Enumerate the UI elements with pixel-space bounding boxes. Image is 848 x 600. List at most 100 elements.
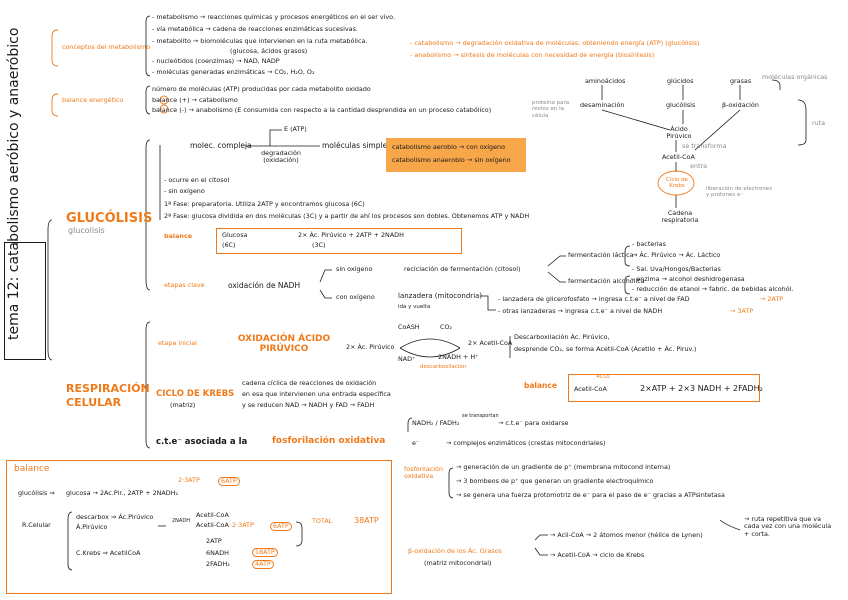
diagram-ruta: ruta xyxy=(812,119,826,127)
balance-krebs-total-2: 4ATP xyxy=(252,560,274,570)
krebs-balance-right: 2×ATP + 2×3 NADH + 2FADH₂ xyxy=(640,384,763,393)
glucolisis-title: GLUCÓLISIS xyxy=(66,211,153,226)
catabolismo-box xyxy=(386,138,526,172)
diagram-liberacion: liberación de electrones y protones e⁻ xyxy=(706,186,773,199)
diagram-krebs: Ciclo de Krebs xyxy=(666,177,688,190)
fosf-label: fosforilación oxidativa xyxy=(404,465,443,481)
balance-krebs-total-1: 18ATP xyxy=(252,548,278,558)
diagram-grasas: grasas xyxy=(730,77,752,85)
beta-oxidacion-title: β-oxidación de los Ác. Grasos xyxy=(408,547,502,555)
fosf-line-1: → generación de un gradiente de p⁺ (memb… xyxy=(456,463,671,471)
fermentacion-alcoholica: fermentación alcohólica xyxy=(568,277,645,285)
otras-lanzaderas-atp: → 3ATP xyxy=(730,307,754,315)
diagram-desaminacion: desaminación xyxy=(580,101,625,109)
balance-krebs-label: C.Krebs ⇒ AcetilCoA xyxy=(76,549,141,557)
levaduras: - Sal. Uva/Hongos/Bacterias xyxy=(632,265,721,273)
krebs-acetil-coa: Acetil-CoA xyxy=(574,385,607,393)
etapa-inicial: etapa inicial xyxy=(158,339,197,347)
krebs-4co2: 4CO₂ xyxy=(596,374,610,380)
catabolismo-anaerobio: catabolismo anaerobio → sin oxígeno xyxy=(392,156,511,164)
ac-piruvico-lactico: → Ác. Pirúvico → Ác. Láctico xyxy=(632,251,721,259)
lanzadera: lanzadera (mitocondria) xyxy=(398,292,483,300)
conceptos-line-4: (glucosa, ácidos grasos) xyxy=(230,47,308,55)
balance-6c: (6C) xyxy=(222,241,236,249)
balance-energetico-line-3: balance (-) → anabolismo (E consumida co… xyxy=(152,106,492,114)
ox-descarbox: descarboxilación xyxy=(420,364,467,370)
sin-oxigeno: - sin oxígeno xyxy=(164,187,205,195)
diagram-beta-oxidacion: β-oxidación xyxy=(722,101,759,109)
balance-summary-box xyxy=(6,460,392,594)
ciclo-krebs-matriz: (matriz) xyxy=(170,401,196,409)
balance-right: 2× Ác. Pirúvico + 2ATP + 2NADH xyxy=(298,231,404,239)
degradacion-label: degradación (oxidación) xyxy=(261,149,301,165)
bacterias: - bacterias xyxy=(632,240,666,248)
diagram-cadena: Cadena respiratoria xyxy=(661,209,699,225)
diagram-glucidos: glúcidos xyxy=(667,77,694,85)
krebs-balance-label: balance xyxy=(524,381,557,390)
ida-vuelta: ida y vuelta xyxy=(398,304,431,310)
ox-nad: NAD⁺ xyxy=(398,355,416,363)
conceptos-line-2: - vía metabólica → cadena de reacciones … xyxy=(152,25,358,33)
anabolismo-def: - anabolismo → síntesis de moléculas con… xyxy=(410,51,655,59)
beta-oxidacion-matriz: (matriz mitocondrial) xyxy=(424,559,492,567)
balance-energetico-line-1: número de moléculas (ATP) producidas por… xyxy=(152,85,371,93)
conceptos-line-6: - moléculas generadas enzimáticas → CO₂,… xyxy=(152,68,315,76)
ox-ac-piruvico: 2× Ác. Pirúvico xyxy=(346,343,395,351)
balance-summary-title: balance xyxy=(14,464,50,474)
ruta-repetitiva: → ruta repetitiva que va cada vez con un… xyxy=(744,515,832,538)
desc-line-1: Descarboxilación Ác. Pirúvico, xyxy=(514,333,610,341)
krebs-desc-1: cadena cíclica de reacciones de oxidació… xyxy=(242,379,377,387)
krebs-desc-3: y se reducen NAD → NADH y FAD → FADH xyxy=(242,401,375,409)
nadh-fadh: NADH₂ / FADH₂ xyxy=(412,419,460,427)
balance-acetil-1: Acetil-CoA xyxy=(196,511,229,519)
cte-oxidarse: → c.t.e⁻ para oxidarse xyxy=(498,419,569,427)
ox-acetil: 2× Acetil-CoA xyxy=(468,339,513,347)
catabolismo-aerobio: catabolismo aerobio → con oxígeno xyxy=(392,143,505,151)
conceptos-label: conceptos del metabolismo xyxy=(62,43,151,51)
balance-energetico-line-2: balance (+) → catabolismo xyxy=(152,96,238,104)
krebs-desc-2: en esa que intervienen una entrada espec… xyxy=(242,390,391,398)
balance-glucolisis-label: glucólisis ⇒ xyxy=(18,489,55,497)
reciclaje-fermentacion: reciclación de fermentación (citosol) xyxy=(404,265,521,273)
balance-descarbox: descarbox ⇒ Ác.Pirúvico xyxy=(76,513,154,521)
diagram-acido-piruvico: Ácido Pirúvico xyxy=(666,125,692,141)
krebs-balance-box xyxy=(568,374,760,402)
diagram-glucolisis: glucólisis xyxy=(666,101,696,109)
balance-krebs-atp: 2ATP xyxy=(206,537,222,545)
oxidacion-nadh: oxidación de NADH xyxy=(228,281,301,290)
beta-line-1: → Acil-CoA → 2 átomos menor (hélice de L… xyxy=(550,531,703,539)
balance-krebs-nadh: 6NADH xyxy=(206,549,229,557)
balance-3c: (3C) xyxy=(312,241,326,249)
molec-compleja: molec. compleja xyxy=(190,141,252,150)
balance-glucolisis-total: 6ATP xyxy=(218,477,240,487)
fosforilacion-oxidativa-title: fosforilación oxidativa xyxy=(272,436,386,446)
con-oxigeno: con oxígeno xyxy=(336,293,375,301)
balance-desc-note: 2·3ATP xyxy=(232,521,254,529)
title-border xyxy=(4,242,46,360)
ox-nadh: 2NADH + H⁺ xyxy=(438,353,479,361)
e-transport: e⁻ xyxy=(412,439,420,447)
balance-glucolisis-note: 2·3ATP xyxy=(178,476,200,484)
conceptos-line-1: - metabolismo → reacciones químicas y pr… xyxy=(152,13,396,21)
balance-descarbox-2: Á.Pirúvico xyxy=(76,523,108,531)
balance-glucolisis-eq: glucosa → 2Ac.Pir., 2ATP + 2NADH₂ xyxy=(66,489,179,497)
balance-krebs-fadh: 2FADH₂ xyxy=(206,560,230,568)
glucolisis-balance-box xyxy=(216,228,462,254)
glucolisis-subtitle: glucolisis xyxy=(68,226,105,235)
balance-desc-total: 6ATP xyxy=(270,522,292,532)
lanzadera-glicerofosfato: - lanzadera de glicerofosfato → ingresa … xyxy=(498,295,690,303)
fosf-line-3: → se genera una fuerza protomotriz de e⁻… xyxy=(456,491,725,499)
enzima: - enzima → alcohol deshidrogenasa xyxy=(632,275,745,283)
anabolismo-text: - anabolismo → síntesis de moléculas con… xyxy=(410,51,655,59)
diagram-left-note: proteína para restos en la célula xyxy=(532,100,570,119)
fase-1: 1ª Fase: preparatoria. Utiliza 2ATP y en… xyxy=(164,200,365,208)
conceptos-line-5: - nucleótidos (coenzimas) → NAD, NADP xyxy=(152,57,280,65)
oxidacion-acido-piruvico: OXIDACIÓN ÁCIDO PIRÚVICO xyxy=(237,334,331,355)
atp-label: E (ATP) xyxy=(284,125,307,133)
respiracion-title: RESPIRACIÓN CELULAR xyxy=(66,382,150,410)
diagram-top-note: moléculas orgánicas xyxy=(762,73,828,81)
fermentacion-lactica: fermentación láctica xyxy=(568,251,634,259)
lanzadera-glicerofosfato-atp: → 2ATP xyxy=(760,295,784,303)
etapas-clave: etapas clave xyxy=(164,281,205,289)
